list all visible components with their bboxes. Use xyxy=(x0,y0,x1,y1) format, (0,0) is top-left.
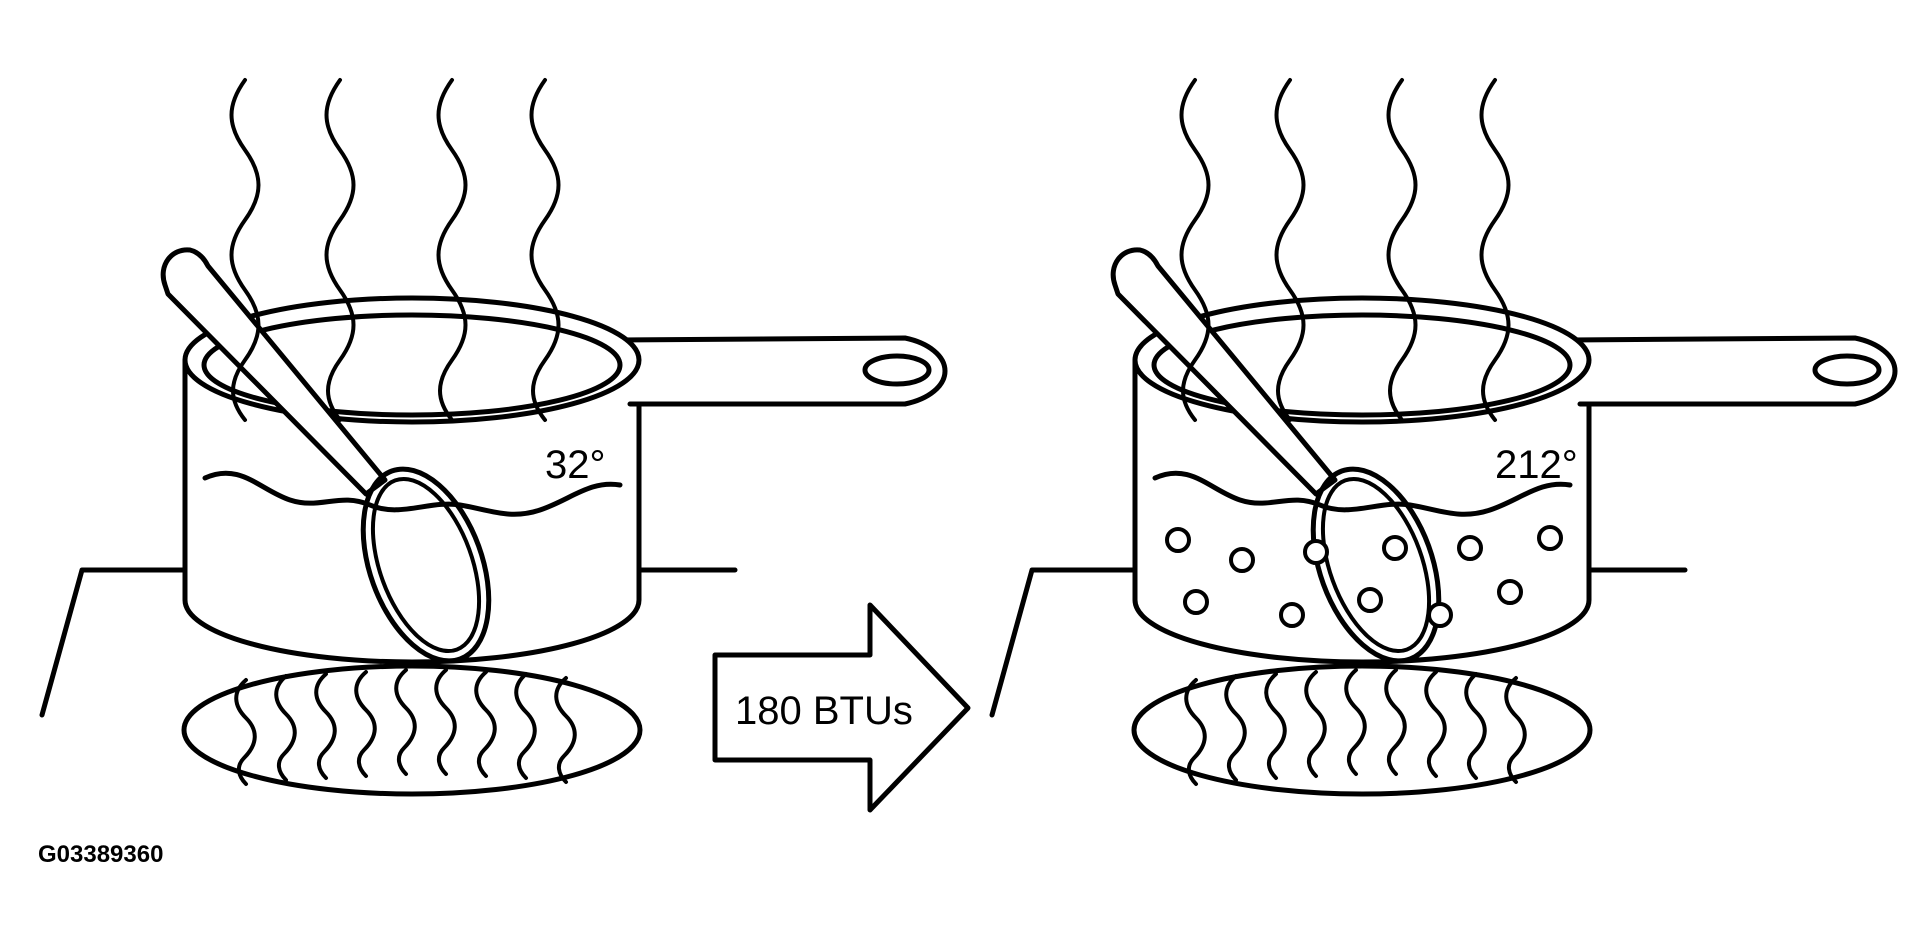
temperature-after-label: 212° xyxy=(1495,443,1578,487)
heat-arrow: 180 BTUs xyxy=(712,602,971,813)
bubbles xyxy=(1165,525,1563,628)
figure-code: G03389360 xyxy=(38,841,163,868)
left-pot: 32° xyxy=(42,78,945,794)
temperature-before-label: 32° xyxy=(545,443,606,487)
right-pot: 212° xyxy=(992,78,1895,794)
heat-label: 180 BTUs xyxy=(735,689,913,733)
